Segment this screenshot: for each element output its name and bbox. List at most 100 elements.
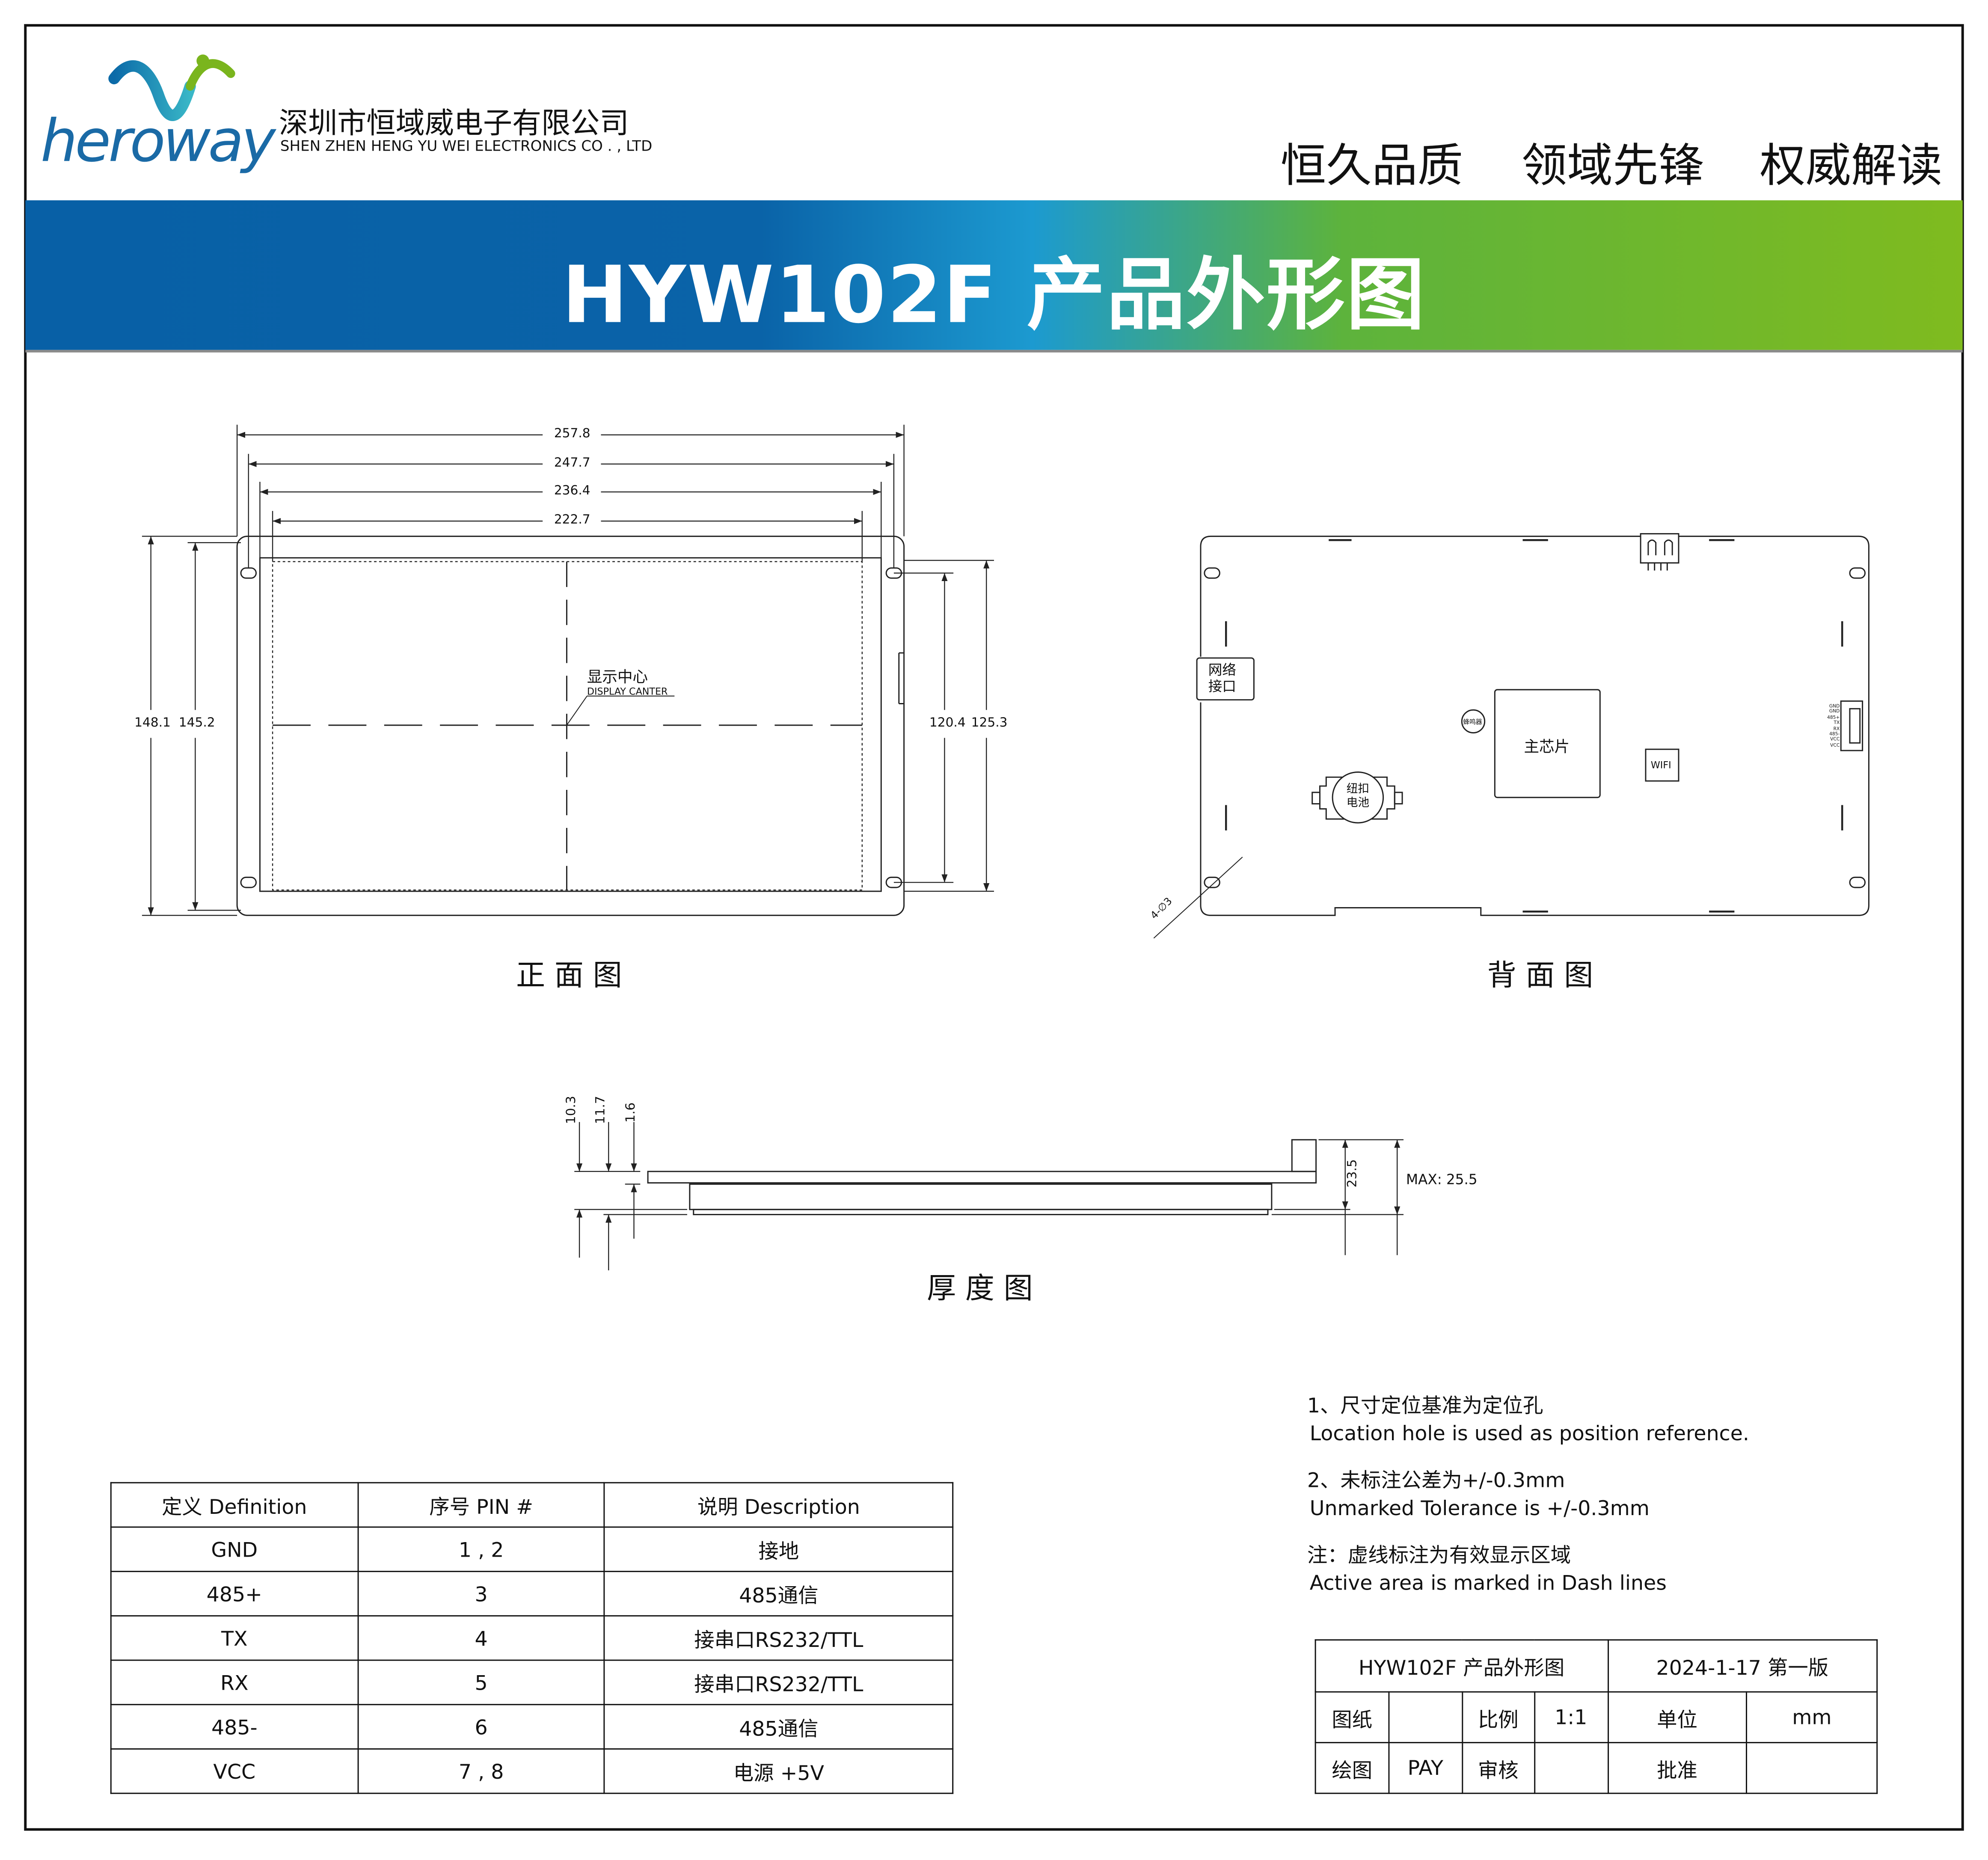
header-description: 说明 Description bbox=[604, 1482, 954, 1528]
buzzer-label: 蜂鸣器 bbox=[1463, 719, 1482, 727]
main-chip-label: 主芯片 bbox=[1524, 738, 1570, 756]
slogan-2: 领域先锋 bbox=[1521, 140, 1704, 193]
cell: 电源 +5V bbox=[604, 1748, 954, 1794]
dim-11-7: 11.7 bbox=[594, 1096, 608, 1124]
dim-max-25-5: MAX: 25.5 bbox=[1406, 1171, 1478, 1188]
cell: 6 bbox=[357, 1704, 605, 1750]
network-port-line1: 网络 bbox=[1208, 662, 1236, 679]
thickness-view-caption: 厚 度 图 bbox=[926, 1273, 1033, 1306]
header-pin: 序号 PIN # bbox=[357, 1482, 605, 1528]
cell: TX bbox=[110, 1615, 359, 1661]
cell: 485通信 bbox=[604, 1571, 954, 1617]
display-center-label-en: DISPLAY CANTER bbox=[587, 685, 668, 697]
network-port-line2: 接口 bbox=[1208, 678, 1236, 695]
cell: GND bbox=[110, 1526, 359, 1572]
back-view bbox=[1153, 533, 1869, 939]
cell: 485通信 bbox=[604, 1704, 954, 1750]
connector-pin-labels: GND GND 485+ TX RX 485- VCC VCC bbox=[1822, 703, 1840, 748]
drawing-value bbox=[1388, 1691, 1463, 1744]
cell: 1 , 2 bbox=[357, 1526, 605, 1572]
dim-120-4: 120.4 bbox=[929, 716, 966, 730]
battery-label: 纽扣电池 bbox=[1347, 783, 1369, 811]
battery-line1: 纽扣 bbox=[1346, 783, 1370, 796]
drawing-label: 图纸 bbox=[1314, 1691, 1390, 1744]
title-block: HYW102F 产品外形图 2024-1-17 第一版 图纸 比例 1:1 单位… bbox=[1314, 1639, 1878, 1794]
dim-148-1: 148.1 bbox=[134, 716, 171, 730]
cell: 3 bbox=[357, 1571, 605, 1617]
dim-236-4: 236.4 bbox=[554, 484, 590, 498]
note-3-cn: 注：虚线标注为有效显示区域 bbox=[1307, 1543, 1571, 1567]
pin-label: GND bbox=[1829, 703, 1840, 709]
cell: 7 , 8 bbox=[357, 1748, 605, 1794]
review-label: 审核 bbox=[1461, 1742, 1535, 1794]
cell: 4 bbox=[357, 1615, 605, 1661]
pin-label: VCC bbox=[1830, 742, 1840, 748]
table-header-row: 定义 Definition 序号 PIN # 说明 Description bbox=[110, 1482, 954, 1528]
thickness-view bbox=[574, 1122, 1404, 1270]
pin-label: VCC bbox=[1830, 737, 1840, 742]
unit-value: mm bbox=[1746, 1691, 1878, 1744]
pin-label: 485- bbox=[1829, 731, 1840, 737]
company-name-en: SHEN ZHEN HENG YU WEI ELECTRONICS CO . ,… bbox=[280, 137, 653, 155]
front-view bbox=[142, 424, 994, 916]
back-view-caption: 背 面 图 bbox=[1487, 959, 1593, 993]
cell: 485+ bbox=[110, 1571, 359, 1617]
display-center-label: 显示中心 bbox=[587, 668, 648, 686]
approve-label: 批准 bbox=[1607, 1742, 1748, 1794]
battery-line2: 电池 bbox=[1346, 797, 1370, 810]
cell: 接串口RS232/TTL bbox=[604, 1615, 954, 1661]
header-definition: 定义 Definition bbox=[110, 1482, 359, 1528]
dim-125-3: 125.3 bbox=[971, 716, 1008, 730]
note-3-en: Active area is marked in Dash lines bbox=[1309, 1571, 1667, 1595]
note-2-cn: 2、未标注公差为+/-0.3mm bbox=[1307, 1468, 1565, 1492]
dim-222-7: 222.7 bbox=[554, 513, 590, 528]
pin-label: 485+ bbox=[1827, 715, 1840, 720]
battery-holder bbox=[1311, 771, 1403, 824]
title-block-version: 2024-1-17 第一版 bbox=[1607, 1639, 1878, 1693]
dim-23-5: 23.5 bbox=[1346, 1159, 1360, 1188]
network-port-label: 网络接口 bbox=[1208, 662, 1236, 695]
cell: RX bbox=[110, 1659, 359, 1706]
slogan-3: 权威解读 bbox=[1760, 140, 1943, 193]
dim-145-2: 145.2 bbox=[178, 716, 215, 730]
sheet-border bbox=[24, 24, 1964, 1831]
company-logo: heroway bbox=[40, 106, 276, 175]
note-1-cn: 1、尺寸定位基准为定位孔 bbox=[1307, 1393, 1543, 1418]
scale-value: 1:1 bbox=[1534, 1691, 1608, 1744]
review-value bbox=[1534, 1742, 1608, 1794]
cell: 5 bbox=[357, 1659, 605, 1706]
pin-table: 定义 Definition 序号 PIN # 说明 Description GN… bbox=[110, 1482, 954, 1794]
drawn-label: 绘图 bbox=[1314, 1742, 1390, 1794]
notes: 1、尺寸定位基准为定位孔 Location hole is used as po… bbox=[1307, 1392, 1749, 1597]
title-banner: HYW102F 产品外形图 bbox=[25, 200, 1963, 353]
pin-label: GND bbox=[1829, 709, 1840, 715]
wifi-label: WIFI bbox=[1650, 759, 1671, 771]
dim-247-7: 247.7 bbox=[554, 456, 590, 471]
pin-connector bbox=[1840, 700, 1863, 751]
slogan-1: 恒久品质 bbox=[1280, 140, 1463, 193]
pin-label: RX bbox=[1833, 726, 1840, 731]
front-view-caption: 正 面 图 bbox=[516, 959, 622, 993]
company-name-cn: 深圳市恒域威电子有限公司 bbox=[279, 107, 629, 141]
unit-label: 单位 bbox=[1607, 1691, 1748, 1744]
banner-title: HYW102F 产品外形图 bbox=[562, 248, 1426, 341]
approve-value bbox=[1746, 1742, 1878, 1794]
note-2-en: Unmarked Tolerance is +/-0.3mm bbox=[1309, 1496, 1650, 1520]
dim-10-3: 10.3 bbox=[565, 1096, 579, 1124]
dim-257-8: 257.8 bbox=[554, 427, 590, 442]
cell: 接地 bbox=[604, 1526, 954, 1572]
mount-holes bbox=[240, 567, 902, 888]
title-block-name: HYW102F 产品外形图 bbox=[1314, 1639, 1608, 1693]
logo-swoosh-icon bbox=[108, 54, 235, 121]
drawn-value: PAY bbox=[1388, 1742, 1463, 1794]
scale-label: 比例 bbox=[1461, 1691, 1535, 1744]
cell: 接串口RS232/TTL bbox=[604, 1659, 954, 1706]
note-1-en: Location hole is used as position refere… bbox=[1309, 1421, 1749, 1445]
dim-1-6: 1.6 bbox=[624, 1102, 638, 1123]
